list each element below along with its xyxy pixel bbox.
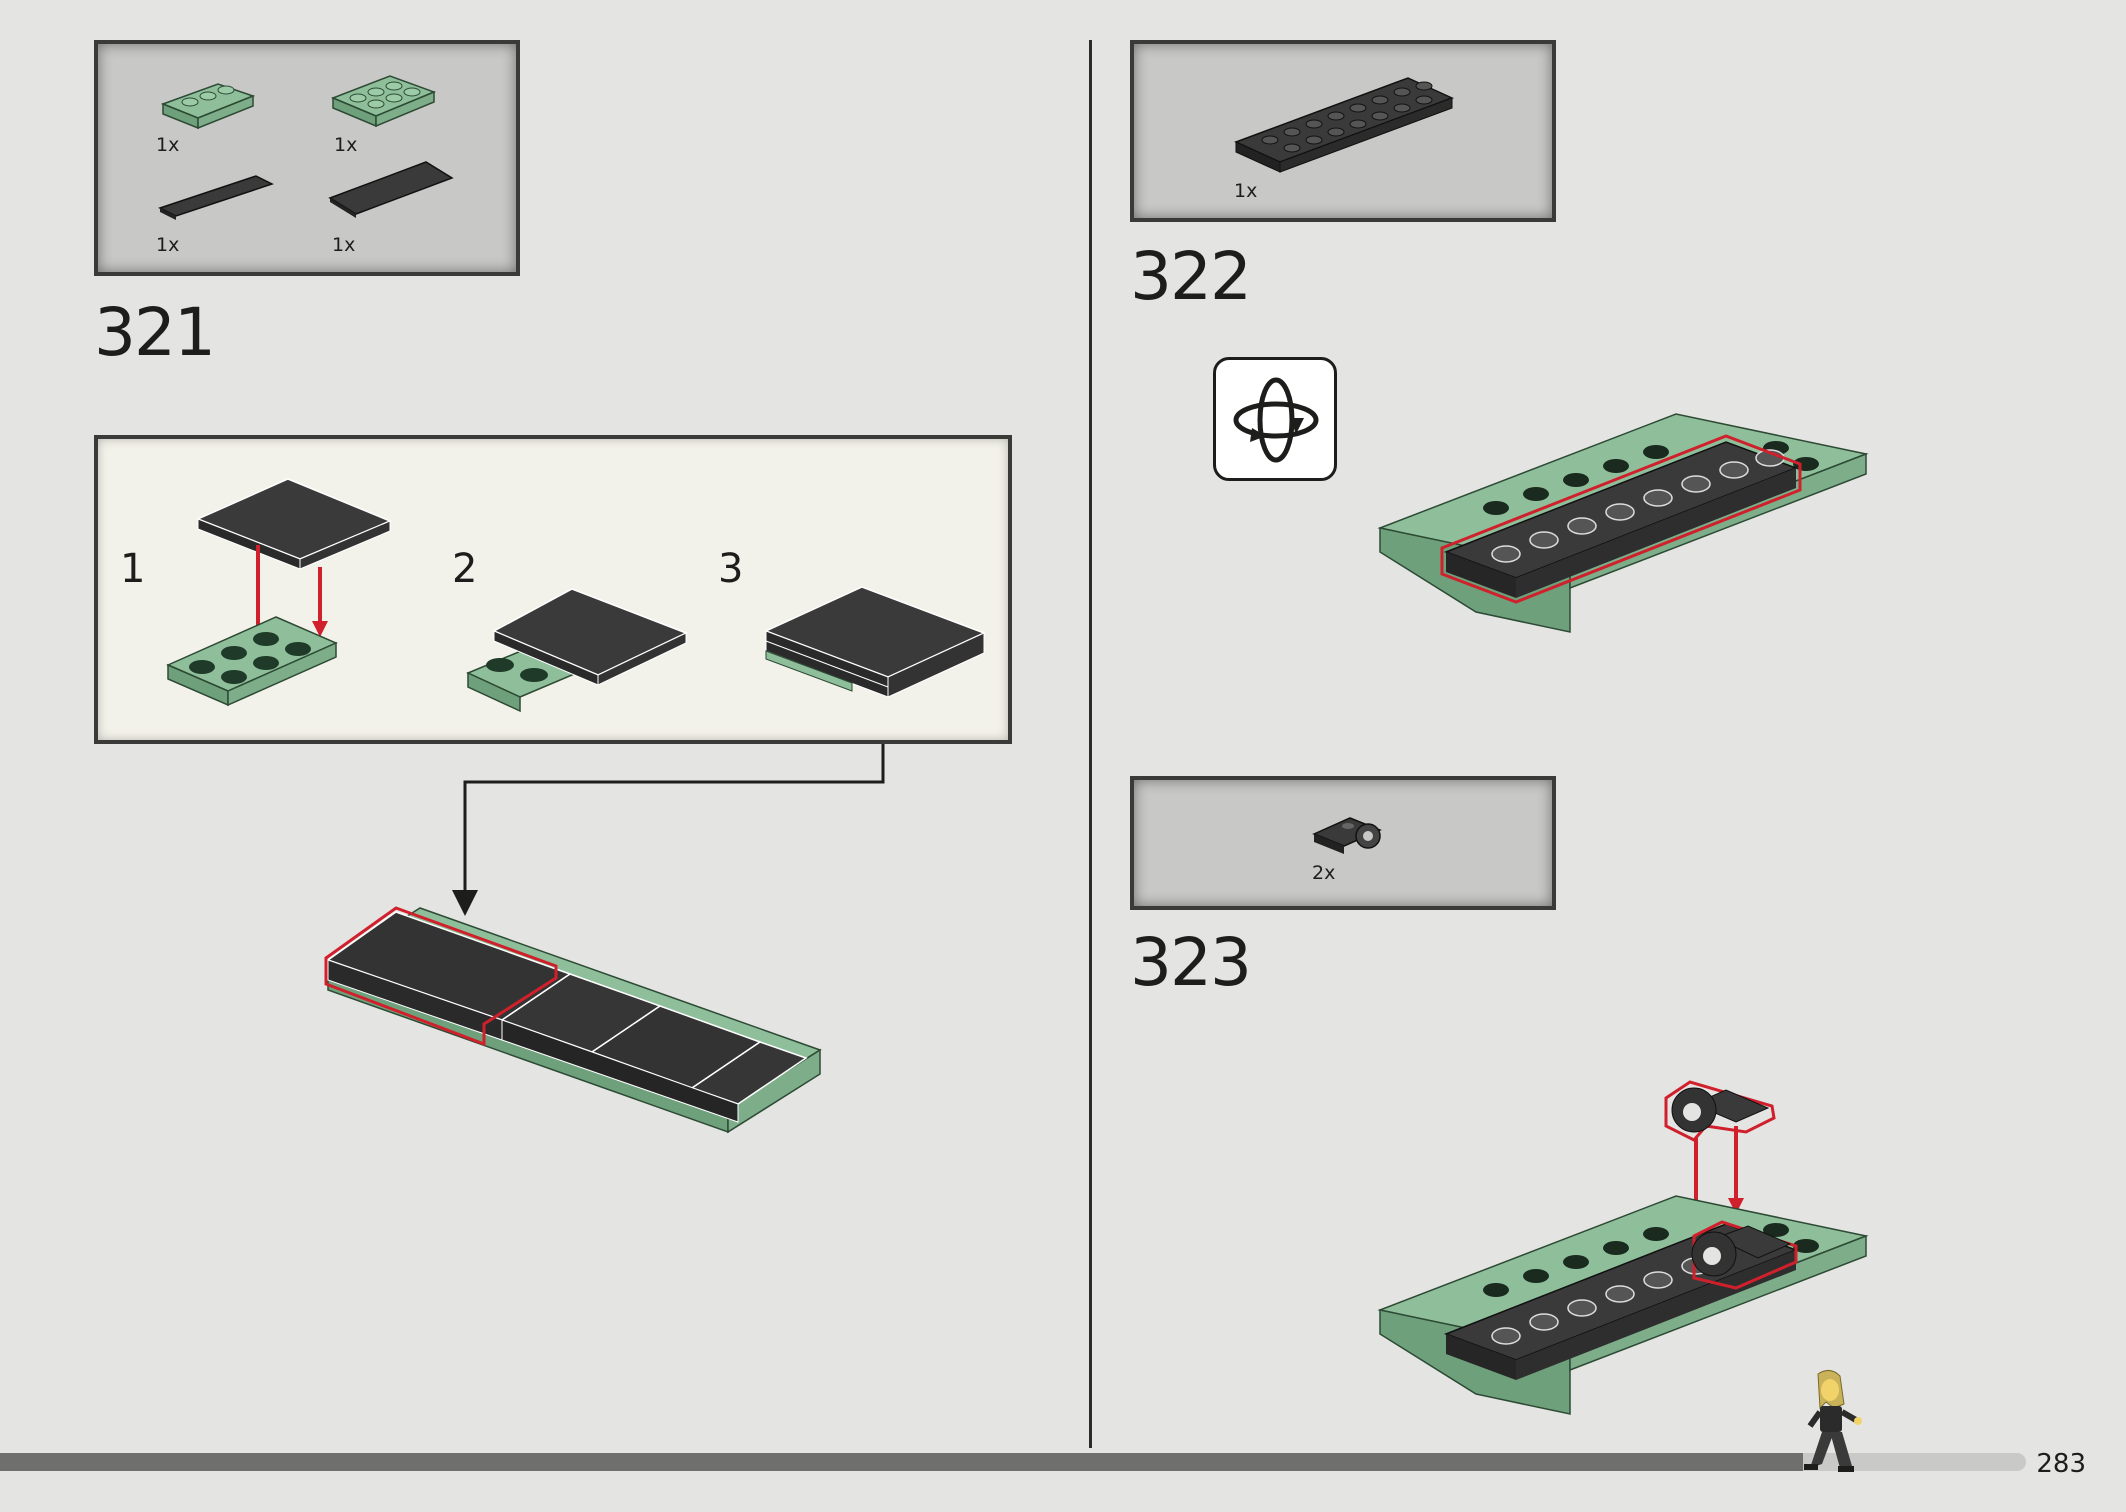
part-qty: 1x — [334, 134, 358, 156]
minifigure-icon — [1804, 1370, 1862, 1472]
step-number: 321 — [94, 294, 216, 371]
part-qty: 1x — [156, 234, 180, 256]
substep-1-illustration — [166, 478, 392, 707]
step-322-model — [1377, 413, 1869, 633]
progress-bar — [0, 1453, 1803, 1471]
black-bracket-round-icon — [1312, 817, 1382, 854]
page-divider — [1089, 40, 1092, 1448]
highlight-outline — [1440, 434, 1802, 604]
rotate-arrows-icon — [1233, 377, 1319, 463]
black-tile-2x4-icon — [328, 161, 454, 218]
substep-3-illustration — [764, 586, 986, 698]
black-tile-1x4-icon — [158, 175, 274, 220]
step-number: 322 — [1130, 238, 1252, 315]
black-plate-2x8-icon — [1234, 77, 1454, 173]
highlight-outline — [324, 906, 558, 1047]
green-plate-2x3-icon — [330, 75, 437, 128]
sub-assembly-box: 1 2 3 — [94, 435, 1012, 744]
step-321-model — [324, 906, 822, 1134]
rotate-model-icon — [1213, 357, 1337, 481]
highlight-outline — [1692, 1220, 1798, 1290]
parts-callout-321: 1x 1x 1x 1x — [94, 40, 520, 276]
part-qty: 1x — [1234, 180, 1258, 202]
step-323-model — [1377, 1080, 1869, 1415]
substep-number: 1 — [120, 546, 146, 592]
part-qty: 1x — [332, 234, 356, 256]
part-qty: 1x — [156, 134, 180, 156]
parts-callout-322: 1x — [1130, 40, 1556, 222]
callout-connector — [452, 744, 885, 916]
substep-number: 3 — [718, 546, 744, 592]
green-plate-1x3-icon — [160, 83, 256, 130]
step-number: 323 — [1130, 924, 1252, 1001]
part-qty: 2x — [1312, 862, 1336, 884]
substep-2-illustration — [466, 588, 688, 713]
parts-callout-323: 2x — [1130, 776, 1556, 910]
page-number: 283 — [2036, 1449, 2086, 1479]
substep-number: 2 — [452, 546, 478, 592]
highlight-outline — [1664, 1080, 1776, 1142]
